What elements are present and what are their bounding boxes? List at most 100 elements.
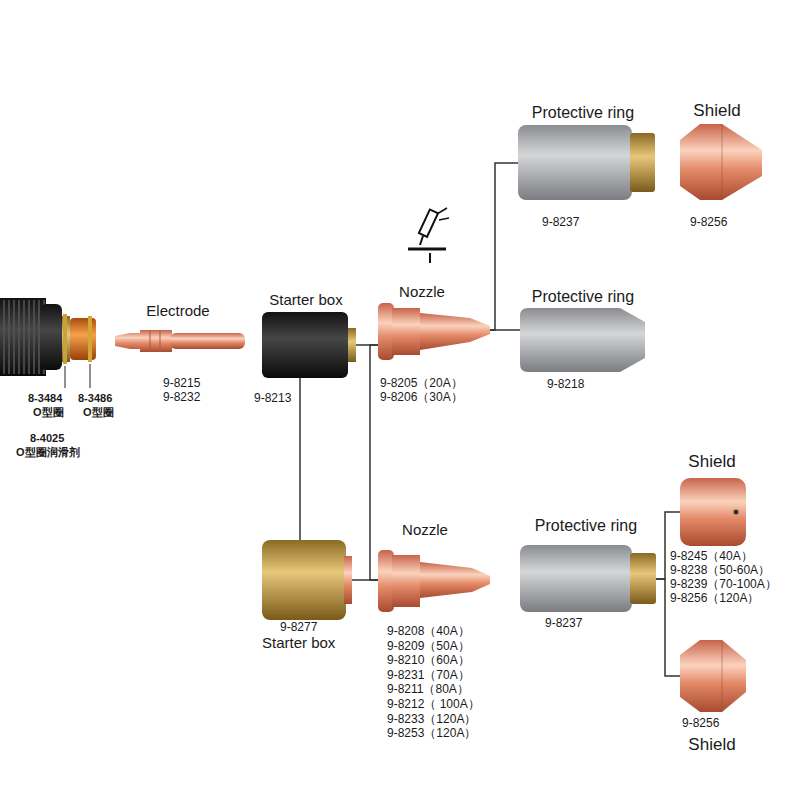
part-node: Shield9-8256 (680, 123, 762, 201)
electrode-ridge (150, 330, 160, 352)
ring-body (520, 308, 645, 372)
part-number: 9-8256 (690, 215, 727, 229)
connector-line (490, 329, 520, 331)
shield-edge (722, 640, 723, 712)
part-number: 9-8218 (547, 377, 584, 391)
torch-thread (4, 300, 44, 374)
part-number: 9-8256 (682, 716, 719, 730)
part-name: Shield (693, 101, 740, 121)
starter-ring (348, 328, 356, 362)
part-node: Nozzle9-8205（20A）9-8206（30A） (378, 303, 490, 360)
part-name: Electrode (146, 302, 209, 320)
part-number: 9-8215 (163, 376, 200, 390)
callout-label: O型圈 (33, 406, 64, 419)
starter-body (262, 540, 346, 620)
part-node: Protective ring9-8237 (518, 124, 655, 201)
part-name: Protective ring (532, 287, 634, 306)
part-number: 9-8209（50A） (387, 639, 470, 653)
part-number: 9-8239（70-100A） (670, 577, 777, 591)
part-number: 9-8210（60A） (387, 653, 470, 667)
torch-head (0, 298, 96, 388)
shield-edge (722, 124, 723, 200)
part-number: 9-8256（120A） (670, 591, 759, 605)
nozzle-collar (392, 308, 420, 355)
o-ring (63, 314, 67, 364)
part-name: Shield (688, 735, 735, 755)
protective-ring-drawing (520, 308, 645, 372)
part-name: Protective ring (532, 103, 634, 122)
torch-insulator (70, 318, 96, 360)
part-number: 9-8212（ 100A） (387, 697, 480, 711)
leader-line (90, 364, 91, 388)
nozzle-flange (378, 303, 394, 360)
ground-mark (429, 253, 431, 263)
protective-ring-drawing (520, 545, 656, 612)
nozzle-collar (392, 555, 420, 607)
torch-collar (40, 304, 62, 370)
part-number: 9-8232 (163, 390, 200, 404)
shield-body (680, 478, 746, 546)
part-number: 9-8277 (280, 620, 317, 634)
shield-body (680, 124, 762, 200)
nozzle-drawing (378, 303, 490, 360)
electrode-rod (170, 333, 245, 349)
shield-drawing (680, 478, 746, 546)
cutting-symbol (408, 208, 449, 263)
part-node: Starter box9-8213 (262, 312, 356, 378)
torch-icon (419, 210, 438, 237)
part-number: 9-8237 (545, 616, 582, 630)
callout-label: 8-4025 (30, 432, 64, 445)
nozzle-tip (420, 313, 490, 350)
ring-body (518, 125, 632, 200)
part-node: Protective ring9-8237 (520, 545, 656, 612)
part-name: Protective ring (535, 516, 637, 535)
nozzle-flange (378, 550, 394, 612)
workpiece-line (408, 248, 446, 251)
part-number: 9-8231（70A） (387, 668, 470, 682)
part-number: 9-8253（120A） (387, 726, 476, 740)
callout-label: O型圈润滑剂 (16, 446, 80, 459)
starter-ring (344, 556, 352, 604)
part-name: Starter box (262, 634, 335, 652)
part-name: Nozzle (402, 521, 448, 539)
callout-label: 8-3484 (28, 392, 62, 405)
part-node: 9-8277Starter box (262, 540, 352, 620)
nozzle-drawing (378, 550, 490, 612)
protective-ring-drawing (518, 125, 655, 200)
part-node: Electrode9-82159-8232 (115, 328, 245, 354)
part-number: 9-8213 (254, 391, 291, 405)
spark-line (439, 218, 449, 220)
part-number: 9-8211（80A） (387, 682, 469, 696)
part-number: 9-8245（40A） (670, 549, 753, 563)
part-number: 9-8233（120A） (387, 712, 476, 726)
part-number: 9-8238（50-60A） (670, 563, 770, 577)
ring-end (630, 133, 655, 192)
starter-box-drawing (262, 312, 356, 378)
electrode-base (115, 330, 172, 352)
spark-line (437, 208, 447, 214)
part-name: Starter box (269, 291, 342, 309)
o-ring (88, 316, 92, 362)
shield-drawing (680, 640, 746, 712)
nozzle-tip (420, 562, 490, 598)
ring-body (520, 545, 632, 612)
connector-line (370, 345, 378, 580)
connector-line (299, 378, 301, 540)
part-node: Nozzle9-8208（40A）9-8209（50A）9-8210（60A）9… (378, 550, 490, 612)
torch-icon (420, 236, 423, 245)
part-number: 9-8206（30A） (380, 390, 463, 404)
torch-body (0, 298, 46, 376)
shield-drawing (680, 124, 762, 200)
leader-line (65, 366, 66, 388)
part-number: 9-8205（20A） (380, 376, 463, 390)
connector-line (490, 163, 518, 330)
part-node: Protective ring9-8218 (520, 308, 645, 372)
part-node: Shield9-8245（40A）9-8238（50-60A）9-8239（70… (680, 478, 746, 546)
electrode-drawing (115, 330, 245, 352)
callout-label: 8-3486 (78, 392, 112, 405)
part-name: Nozzle (399, 283, 445, 301)
starter-body (262, 312, 348, 378)
part-number: 9-8237 (542, 215, 579, 229)
starter-box-drawing (262, 540, 352, 620)
